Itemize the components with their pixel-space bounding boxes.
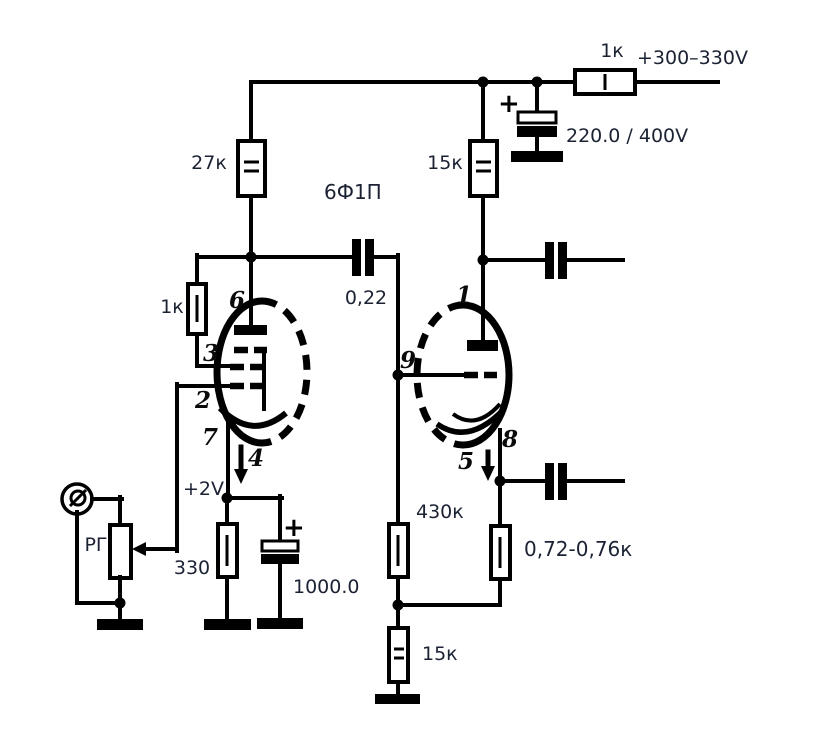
- pin-3-label: 3: [203, 340, 219, 367]
- label-anode1-resistor: 27к: [191, 152, 227, 174]
- resistor-072-076k-cathode2: [396, 479, 512, 607]
- ground-symbol: [375, 694, 420, 704]
- grid1-input-wire: [141, 382, 233, 553]
- label-cathode1-resistor: 330: [174, 557, 210, 579]
- anode-plate: [467, 340, 498, 351]
- pin-7-label: 7: [202, 424, 218, 451]
- pin-8-label: 8: [501, 426, 518, 453]
- label-grid2-resistor: 430к: [416, 501, 464, 523]
- label-cathode1-cap-plus: +: [283, 513, 305, 543]
- anode-plate: [234, 325, 267, 335]
- capacitor-1000uf-cathode1: [225, 494, 303, 629]
- label-volume-pot: РГ: [84, 534, 107, 556]
- label-cathode2-resistor: 0,72-0,76к: [524, 537, 632, 561]
- capacitor-output-bottom: [498, 463, 625, 500]
- junction-dots: [114, 76, 543, 611]
- tube-pentode-section: [213, 255, 311, 502]
- capacitor-220uf-filter: [511, 80, 563, 162]
- label-anode2-resistor: 15к: [427, 152, 463, 174]
- resistor-430k-grid2: [387, 373, 410, 609]
- capacitor-coupling-022: [249, 239, 400, 379]
- pin-9-label: 9: [400, 347, 416, 374]
- label-screen-resistor: 1к: [160, 296, 184, 318]
- heater-arrow-pin5: [481, 449, 495, 481]
- label-filter-cap-plus: +: [498, 89, 520, 119]
- tube-triode-section: [396, 258, 513, 485]
- pin-4-label: 4: [248, 445, 264, 472]
- label-filter-cap: 220.0 / 400V: [566, 125, 688, 147]
- heater-arrow-pin4: [234, 444, 248, 484]
- ground-symbol: [511, 151, 563, 162]
- label-tail-resistor: 15к: [422, 643, 458, 665]
- connector-icon: [69, 489, 87, 507]
- pin-5-label: 5: [458, 448, 474, 475]
- potentiometer-rg: [75, 495, 146, 630]
- resistor-330-cathode1: [204, 496, 251, 630]
- label-cathode1-cap: 1000.0: [293, 576, 359, 598]
- resistor-15k-tail: [375, 603, 420, 704]
- label-supply-voltage: +300–330V: [637, 47, 748, 69]
- resistor-1k-screen: [186, 253, 253, 368]
- input-jack: [60, 482, 124, 516]
- pin-6-label: 6: [229, 287, 245, 314]
- label-supply-resistor: 1к: [600, 40, 624, 62]
- ground-symbol: [97, 619, 143, 630]
- label-coupling-cap: 0,22: [345, 287, 387, 309]
- pin-2-label: 2: [194, 387, 211, 414]
- resistor-15k-anode2: [468, 80, 499, 264]
- ground-symbol: [204, 619, 251, 630]
- resistor-1k-supply: [573, 68, 637, 96]
- ground-symbol: [257, 618, 303, 629]
- label-cathode1-voltage: +2V: [183, 478, 224, 500]
- capacitor-output-top: [481, 242, 625, 279]
- resistor-27k-anode1: [236, 80, 267, 260]
- wiper-arrow: [132, 542, 146, 556]
- label-tube-type: 6Ф1П: [324, 180, 382, 204]
- pin-1-label: 1: [456, 282, 472, 309]
